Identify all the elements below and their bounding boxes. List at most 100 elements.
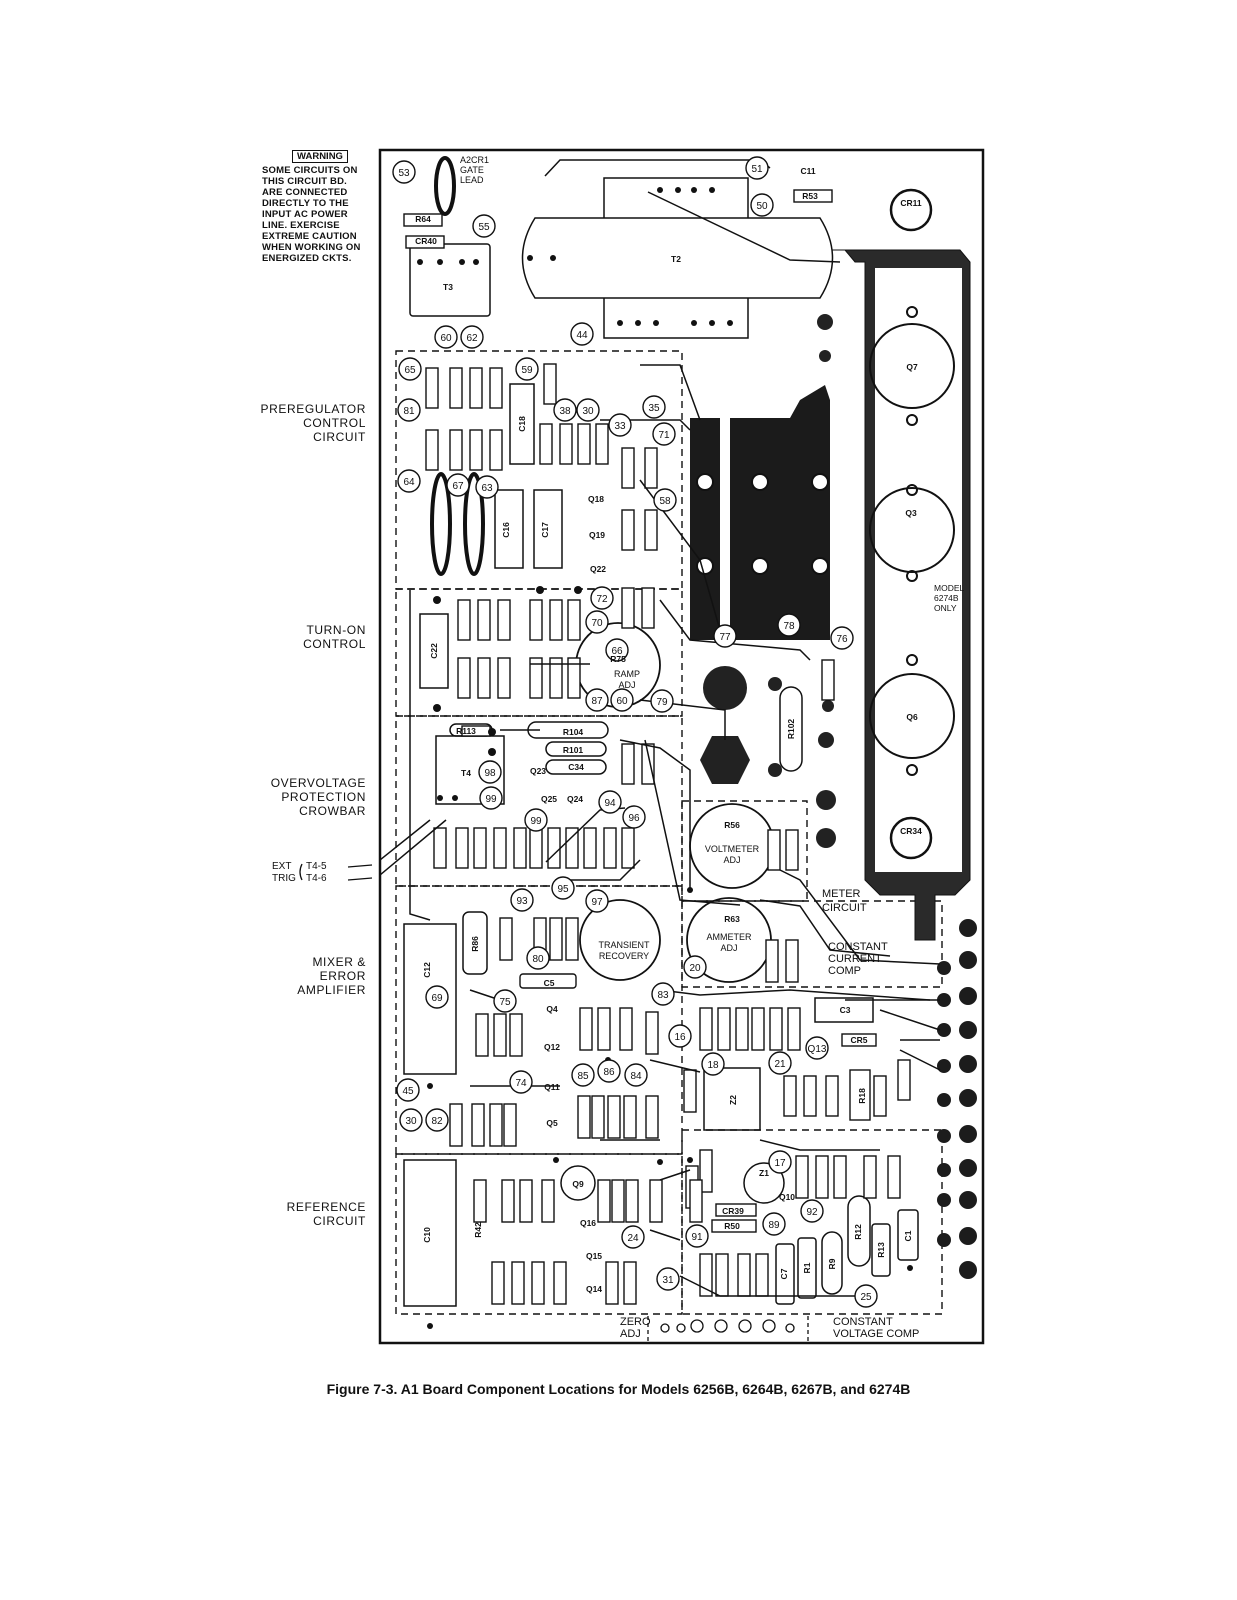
svg-text:Q14: Q14	[586, 1284, 602, 1294]
svg-text:99: 99	[485, 794, 497, 805]
svg-text:45: 45	[402, 1086, 414, 1097]
svg-text:17: 17	[774, 1158, 786, 1169]
svg-text:C7: C7	[779, 1268, 789, 1279]
svg-text:R86: R86	[470, 936, 480, 952]
svg-text:98: 98	[484, 768, 496, 779]
ext-trig-label: EXT TRIG	[272, 861, 296, 885]
svg-text:44: 44	[576, 330, 588, 341]
svg-text:Q19: Q19	[589, 530, 605, 540]
t2-transformer	[409, 177, 834, 339]
svg-text:Q25: Q25	[541, 794, 557, 804]
svg-text:R12: R12	[853, 1224, 863, 1240]
svg-text:C1: C1	[903, 1230, 913, 1241]
warning-header: WARNING	[292, 150, 348, 163]
ring-outlines	[430, 156, 485, 576]
svg-text:C22: C22	[429, 643, 439, 659]
svg-text:R104: R104	[563, 727, 584, 737]
svg-text:21: 21	[774, 1059, 786, 1070]
svg-text:51: 51	[751, 164, 763, 175]
svg-text:R63: R63	[724, 914, 740, 924]
svg-text:59: 59	[521, 365, 533, 376]
svg-text:CR39: CR39	[722, 1206, 744, 1216]
heatsink-holes	[696, 473, 829, 575]
section-label-mixer: MIXER & ERROR AMPLIFIER	[297, 955, 366, 997]
zero-adj-row	[647, 1316, 809, 1342]
svg-text:C11: C11	[800, 166, 815, 176]
turn-on-box	[395, 588, 683, 717]
svg-text:R42: R42	[473, 1222, 483, 1238]
svg-text:Q16: Q16	[580, 1218, 596, 1228]
section-label-preregulator: PREREGULATOR CONTROL CIRCUIT	[260, 402, 366, 444]
svg-text:16: 16	[674, 1032, 686, 1043]
svg-text:91: 91	[691, 1232, 703, 1243]
svg-text:R64: R64	[415, 214, 431, 224]
svg-text:R102: R102	[786, 719, 796, 740]
svg-text:50: 50	[756, 201, 768, 212]
svg-text:77: 77	[719, 632, 731, 643]
svg-text:CR5: CR5	[850, 1035, 867, 1045]
svg-text:R101: R101	[563, 745, 584, 755]
svg-text:35: 35	[648, 403, 660, 414]
svg-text:75: 75	[499, 997, 511, 1008]
traces	[379, 159, 941, 1297]
cr34-outline	[889, 816, 933, 860]
svg-text:Q24: Q24	[567, 794, 583, 804]
svg-text:20: 20	[689, 963, 701, 974]
svg-text:92: 92	[806, 1207, 818, 1218]
svg-text:83: 83	[657, 990, 669, 1001]
t4-6-label: T4-6	[306, 873, 327, 884]
meter-box	[681, 800, 808, 902]
svg-text:Q22: Q22	[590, 564, 606, 574]
svg-text:Q11: Q11	[544, 1082, 560, 1092]
svg-text:96: 96	[628, 813, 640, 824]
svg-text:C5: C5	[544, 978, 555, 988]
svg-text:R18: R18	[857, 1088, 867, 1104]
svg-text:30: 30	[582, 406, 594, 417]
svg-text:R113: R113	[456, 726, 476, 736]
svg-text:T4: T4	[461, 768, 471, 778]
section-label-turn-on: TURN-ON CONTROL	[303, 623, 366, 651]
svg-text:C12: C12	[422, 962, 432, 978]
svg-text:84: 84	[630, 1071, 642, 1082]
svg-text:T2: T2	[671, 254, 681, 264]
svg-text:R1: R1	[802, 1262, 812, 1273]
svg-text:Q13: Q13	[808, 1044, 827, 1055]
svg-text:Z1: Z1	[759, 1168, 769, 1178]
svg-text:C16: C16	[501, 522, 511, 538]
svg-text:78: 78	[783, 621, 795, 632]
svg-text:Q9: Q9	[572, 1179, 584, 1189]
svg-text:CR34: CR34	[900, 826, 922, 836]
section-label-overvoltage: OVERVOLTAGE PROTECTION CROWBAR	[270, 776, 366, 818]
svg-text:Q7: Q7	[906, 362, 918, 372]
svg-text:58: 58	[659, 496, 671, 507]
svg-text:C18: C18	[517, 416, 527, 432]
svg-text:60: 60	[440, 333, 452, 344]
svg-text:85: 85	[577, 1071, 589, 1082]
t4-5-label: T4-5	[306, 861, 327, 872]
svg-text:81: 81	[403, 406, 415, 417]
svg-text:63: 63	[481, 483, 493, 494]
svg-text:R13: R13	[876, 1242, 886, 1258]
svg-text:80: 80	[532, 954, 544, 965]
warning-notice: WARNING SOME CIRCUITS ON THIS CIRCUIT BD…	[262, 150, 378, 264]
power-transistors	[869, 306, 955, 776]
svg-text:Q18: Q18	[588, 494, 604, 504]
svg-text:Q12: Q12	[544, 1042, 560, 1052]
svg-text:65: 65	[404, 365, 416, 376]
svg-text:67: 67	[452, 481, 464, 492]
svg-text:60: 60	[616, 696, 628, 707]
svg-text:71: 71	[658, 430, 670, 441]
svg-text:95: 95	[557, 884, 569, 895]
svg-text:74: 74	[515, 1078, 527, 1089]
section-label-reference: REFERENCE CIRCUIT	[286, 1200, 366, 1228]
large-components	[403, 383, 919, 1307]
svg-text:89: 89	[768, 1220, 780, 1231]
